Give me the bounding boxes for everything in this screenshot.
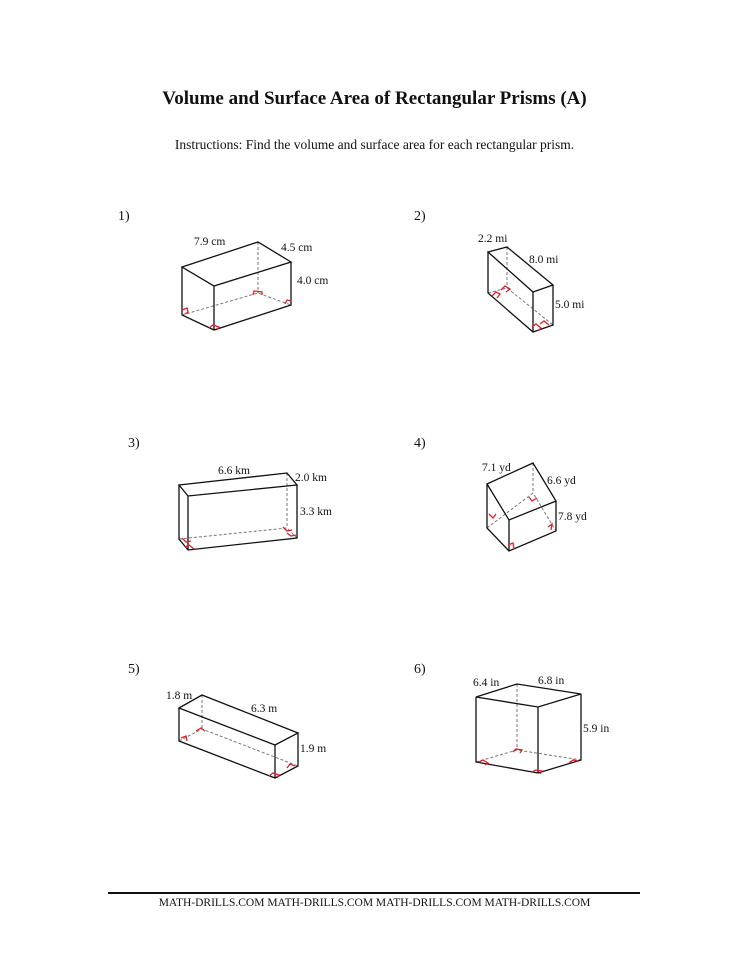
prism-1-diagram: 7.9 cm 4.5 cm 4.0 cm: [180, 236, 328, 331]
problem-4-height-label: 7.8 yd: [558, 511, 587, 523]
problem-2-length-label: 8.0 mi: [529, 254, 558, 266]
worksheet-instructions: Instructions: Find the volume and surfac…: [174, 137, 575, 152]
problem-4-number: 4): [414, 436, 426, 451]
prism-6-diagram: 6.4 in 6.8 in 5.9 in: [473, 675, 609, 775]
footer-text: MATH-DRILLS.COM MATH-DRILLS.COM MATH-DRI…: [158, 897, 591, 909]
problem-5-width-label: 1.8 m: [166, 690, 192, 702]
prism-4-diagram: 7.1 yd 6.6 yd 7.8 yd: [482, 462, 587, 552]
problem-6-width-label: 6.4 in: [473, 677, 499, 689]
problem-5-length-label: 6.3 m: [251, 703, 277, 715]
problem-6-height-label: 5.9 in: [583, 723, 609, 735]
prism-5-diagram: 1.8 m 6.3 m 1.9 m: [166, 690, 326, 779]
problem-4-width-label: 6.6 yd: [547, 475, 576, 487]
problem-2-height-label: 5.0 mi: [555, 299, 584, 311]
problem-6-length-label: 6.8 in: [538, 675, 564, 687]
problem-2-width-label: 2.2 mi: [478, 233, 507, 245]
problem-1-height-label: 4.0 cm: [297, 275, 328, 287]
problem-3-number: 3): [128, 436, 140, 451]
worksheet-title: Volume and Surface Area of Rectangular P…: [162, 88, 587, 109]
footer-divider: [108, 892, 640, 894]
problem-1-number: 1): [118, 209, 130, 224]
problem-4-length-label: 7.1 yd: [482, 462, 511, 474]
problem-5-height-label: 1.9 m: [300, 743, 326, 755]
problem-5-number: 5): [128, 662, 140, 677]
problem-6-number: 6): [414, 662, 426, 677]
problem-1-width-label: 4.5 cm: [281, 242, 312, 254]
problem-1-length-label: 7.9 cm: [194, 236, 225, 248]
problem-2-number: 2): [414, 209, 426, 224]
problem-3-length-label: 6.6 km: [218, 465, 250, 477]
prism-2-diagram: 2.2 mi 8.0 mi 5.0 mi: [478, 233, 584, 333]
problem-3-height-label: 3.3 km: [300, 506, 332, 518]
problem-3-width-label: 2.0 km: [295, 472, 327, 484]
prism-3-diagram: 6.6 km 2.0 km 3.3 km: [177, 465, 332, 551]
